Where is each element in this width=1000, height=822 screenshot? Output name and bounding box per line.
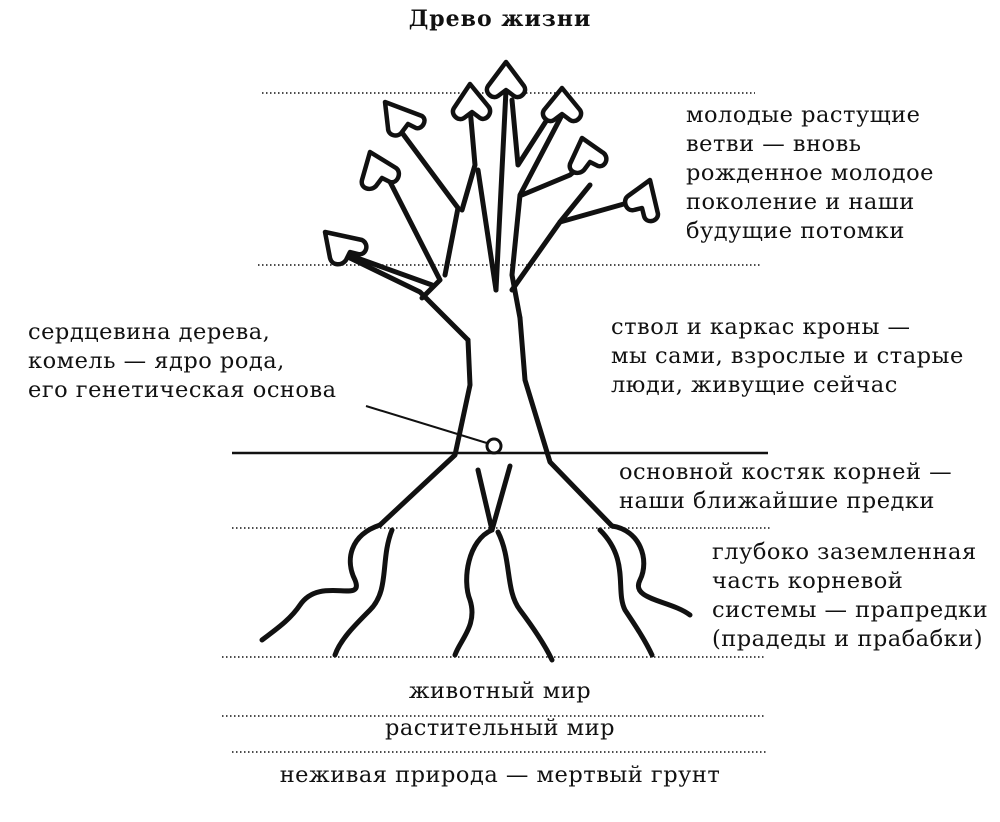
label-roots-main: основной костяк корней — наши ближайшие … [619,459,953,514]
root-right-outer [609,523,693,618]
trunk-left-edge [377,337,473,528]
branch-center-left [475,167,499,293]
leaves [322,59,661,267]
branch-center [493,87,509,293]
branch-left-3 [397,127,461,278]
leaf-left-1 [322,229,369,267]
label-animal: животный мир [408,678,592,704]
branch-left-4 [459,105,478,213]
branch-right-1 [509,97,553,168]
label-inanimate: неживая природа — мертвый грунт [279,762,721,788]
root-wedge [475,463,513,533]
label-plant: растительный мир [384,715,616,741]
root-left-inner [332,527,395,658]
root-right-inner [597,527,655,658]
leaf-right-4 [622,177,661,224]
label-trunk: ствол и каркас кроны — мы сами, взрослые… [611,314,964,398]
core-marker [485,437,503,455]
branch-right-4 [509,197,641,293]
root-center-right [495,529,555,663]
leaf-left-3 [382,99,427,138]
branch-left-1-outer [347,255,471,343]
label-heartwood: сердцевина дерева, комель — ядро рода, е… [28,319,337,403]
tree-outline [259,87,693,663]
label-branches: молодые растущие ветви — вновь рожденное… [686,102,934,244]
leaf-left-2 [359,149,402,192]
leaf-top-center [484,59,528,100]
pointer-line [365,405,491,445]
leaf-right-1 [540,85,584,124]
branch-right-2 [509,112,565,321]
branch-left-1-inner [332,247,435,288]
root-left-outer [259,522,383,643]
branch-right-3b [557,182,593,225]
label-roots-deep: глубоко заземленная часть корневой систе… [712,539,989,652]
root-center-left [452,527,495,658]
trunk-right-edge [517,315,615,529]
leaf-right-3 [567,135,609,176]
diagram-title: Древо жизни [408,6,592,32]
leaf-left-4 [450,81,493,122]
branch-left-2 [382,169,443,301]
